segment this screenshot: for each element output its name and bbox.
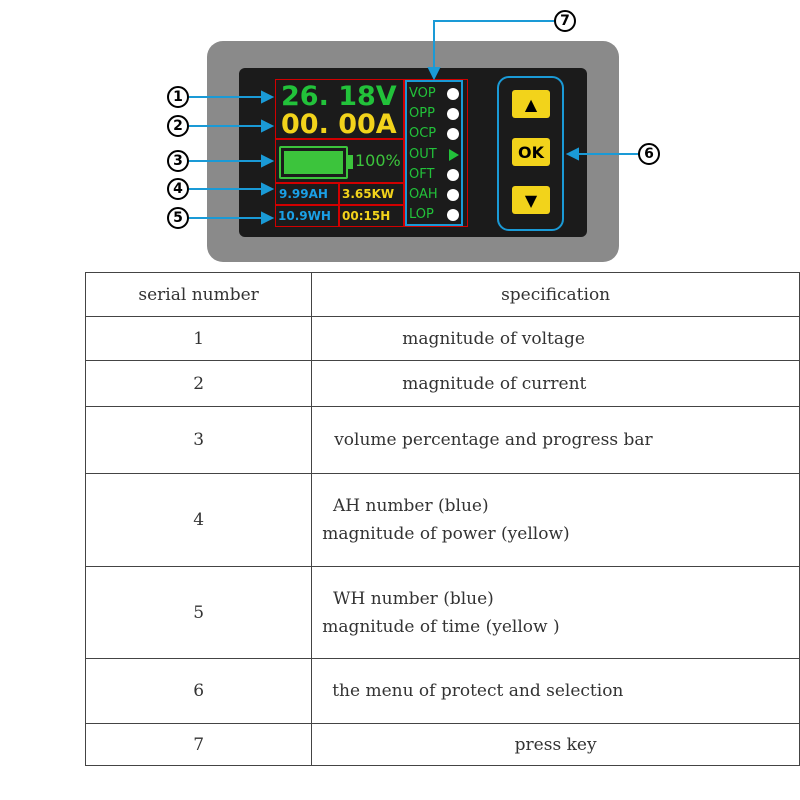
time-reading: 00:15H xyxy=(342,209,391,223)
serial-cell: 5 xyxy=(84,566,313,659)
protection-label-6: LOP xyxy=(409,207,434,223)
capacity-percent: 100% xyxy=(355,151,401,170)
specification-cell: magnitude of voltage xyxy=(311,316,800,361)
protection-dot-icon xyxy=(447,88,459,100)
callout-arrow-2 xyxy=(261,119,275,133)
callout-7: 7 xyxy=(554,10,576,32)
battery-icon xyxy=(279,146,348,179)
table-row: 4 AH number (blue) magnitude of power (ye… xyxy=(84,473,800,567)
specification-line: the menu of protect and selection xyxy=(332,681,624,701)
specification-cell: the menu of protect and selection xyxy=(311,658,800,724)
down-key[interactable]: ▼ xyxy=(512,186,550,214)
specification-cell: WH number (blue) magnitude of time (yello… xyxy=(311,566,800,659)
specification-line: magnitude of current xyxy=(402,373,587,394)
protection-dot-icon xyxy=(447,189,459,201)
protection-label-4: OFT xyxy=(409,166,435,182)
protection-label-1: OPP xyxy=(409,106,435,122)
table-row: 2 magnitude of current xyxy=(84,360,800,407)
capacity-box xyxy=(275,139,404,183)
header-serial-number: serial number xyxy=(84,272,313,317)
callout-arrow-3 xyxy=(261,154,275,168)
serial-cell: 1 xyxy=(84,316,313,361)
ah-box xyxy=(275,183,339,205)
callout-4: 4 xyxy=(167,178,189,200)
current-reading: 00. 00A xyxy=(281,109,397,140)
power-reading: 3.65KW xyxy=(342,187,395,201)
wh-reading: 10.9WH xyxy=(278,209,331,223)
protection-dot-icon xyxy=(447,108,459,121)
table-row: 3 volume percentage and progress bar xyxy=(84,406,800,474)
specification-line: volume percentage and progress bar xyxy=(334,430,653,450)
callout-arrow-5 xyxy=(261,211,275,225)
specification-cell: press key xyxy=(311,723,800,766)
spec-table: serial number specification 1 magnitude o… xyxy=(84,272,800,766)
protection-label-3: OUT xyxy=(409,146,437,162)
ok-key[interactable]: OK xyxy=(512,138,550,166)
callout-lines xyxy=(189,20,640,225)
callout-6: 6 xyxy=(638,143,660,165)
key-panel xyxy=(497,76,564,231)
specification-line: press key xyxy=(514,734,597,755)
voltage-current-box xyxy=(275,79,404,139)
protection-dot-icon xyxy=(447,209,459,222)
ah-reading: 9.99AH xyxy=(279,187,328,201)
table-row: 7 press key xyxy=(84,723,800,766)
specification-line: AH number (blue) xyxy=(322,496,489,516)
callout-arrow-7 xyxy=(427,67,441,81)
protection-dot-icon xyxy=(447,128,459,141)
power-box xyxy=(339,183,404,205)
specification-line: magnitude of time (yellow ) xyxy=(322,616,560,637)
serial-cell: 4 xyxy=(84,473,313,567)
serial-cell: 7 xyxy=(84,723,313,766)
specification-line: magnitude of voltage xyxy=(402,328,585,349)
callout-line-7 xyxy=(433,20,554,70)
table-body: 1 magnitude of voltage 2 magnitude of curre… xyxy=(84,316,800,766)
protection-outer-box xyxy=(404,79,468,227)
table-row: 5 WH number (blue) magnitude of time (yel… xyxy=(84,566,800,659)
protection-label-2: OCP xyxy=(409,126,437,142)
callout-2: 2 xyxy=(167,115,189,137)
up-key[interactable]: ▲ xyxy=(512,90,550,118)
header-specification: specification xyxy=(311,272,800,317)
callout-1: 1 xyxy=(167,86,189,108)
callout-3: 3 xyxy=(167,150,189,172)
battery-fill xyxy=(284,151,343,174)
specification-cell: AH number (blue) magnitude of power (yell… xyxy=(311,473,800,567)
specification-line: magnitude of power (yellow) xyxy=(322,524,570,544)
serial-cell: 2 xyxy=(84,360,313,407)
serial-cell: 3 xyxy=(84,406,313,474)
callout-arrow-6 xyxy=(565,147,579,161)
specification-line: WH number (blue) xyxy=(322,588,494,609)
wh-box xyxy=(275,205,339,227)
protection-dot-icon xyxy=(447,168,459,181)
table-row: 6 the menu of protect and selection xyxy=(84,658,800,724)
protection-menu-box xyxy=(405,80,463,226)
protection-arrow-icon xyxy=(449,148,459,161)
time-box xyxy=(339,205,404,227)
device-diagram: 26. 18V 00. 00A 100% 9.99AH 3.65KW 10.9W… xyxy=(0,0,800,268)
specification-cell: volume percentage and progress bar xyxy=(311,406,800,474)
callout-5: 5 xyxy=(167,207,189,229)
callout-arrow-4 xyxy=(261,182,275,196)
table-row: 1 magnitude of voltage xyxy=(84,316,800,361)
table-header-row: serial number specification xyxy=(84,272,800,317)
voltage-reading: 26. 18V xyxy=(281,81,397,112)
protection-label-0: VOP xyxy=(409,86,436,101)
callout-arrow-1 xyxy=(261,90,275,104)
battery-tip xyxy=(348,155,353,169)
specification-cell: magnitude of current xyxy=(311,360,800,407)
protection-label-5: OAH xyxy=(409,187,438,202)
serial-cell: 6 xyxy=(84,658,313,724)
